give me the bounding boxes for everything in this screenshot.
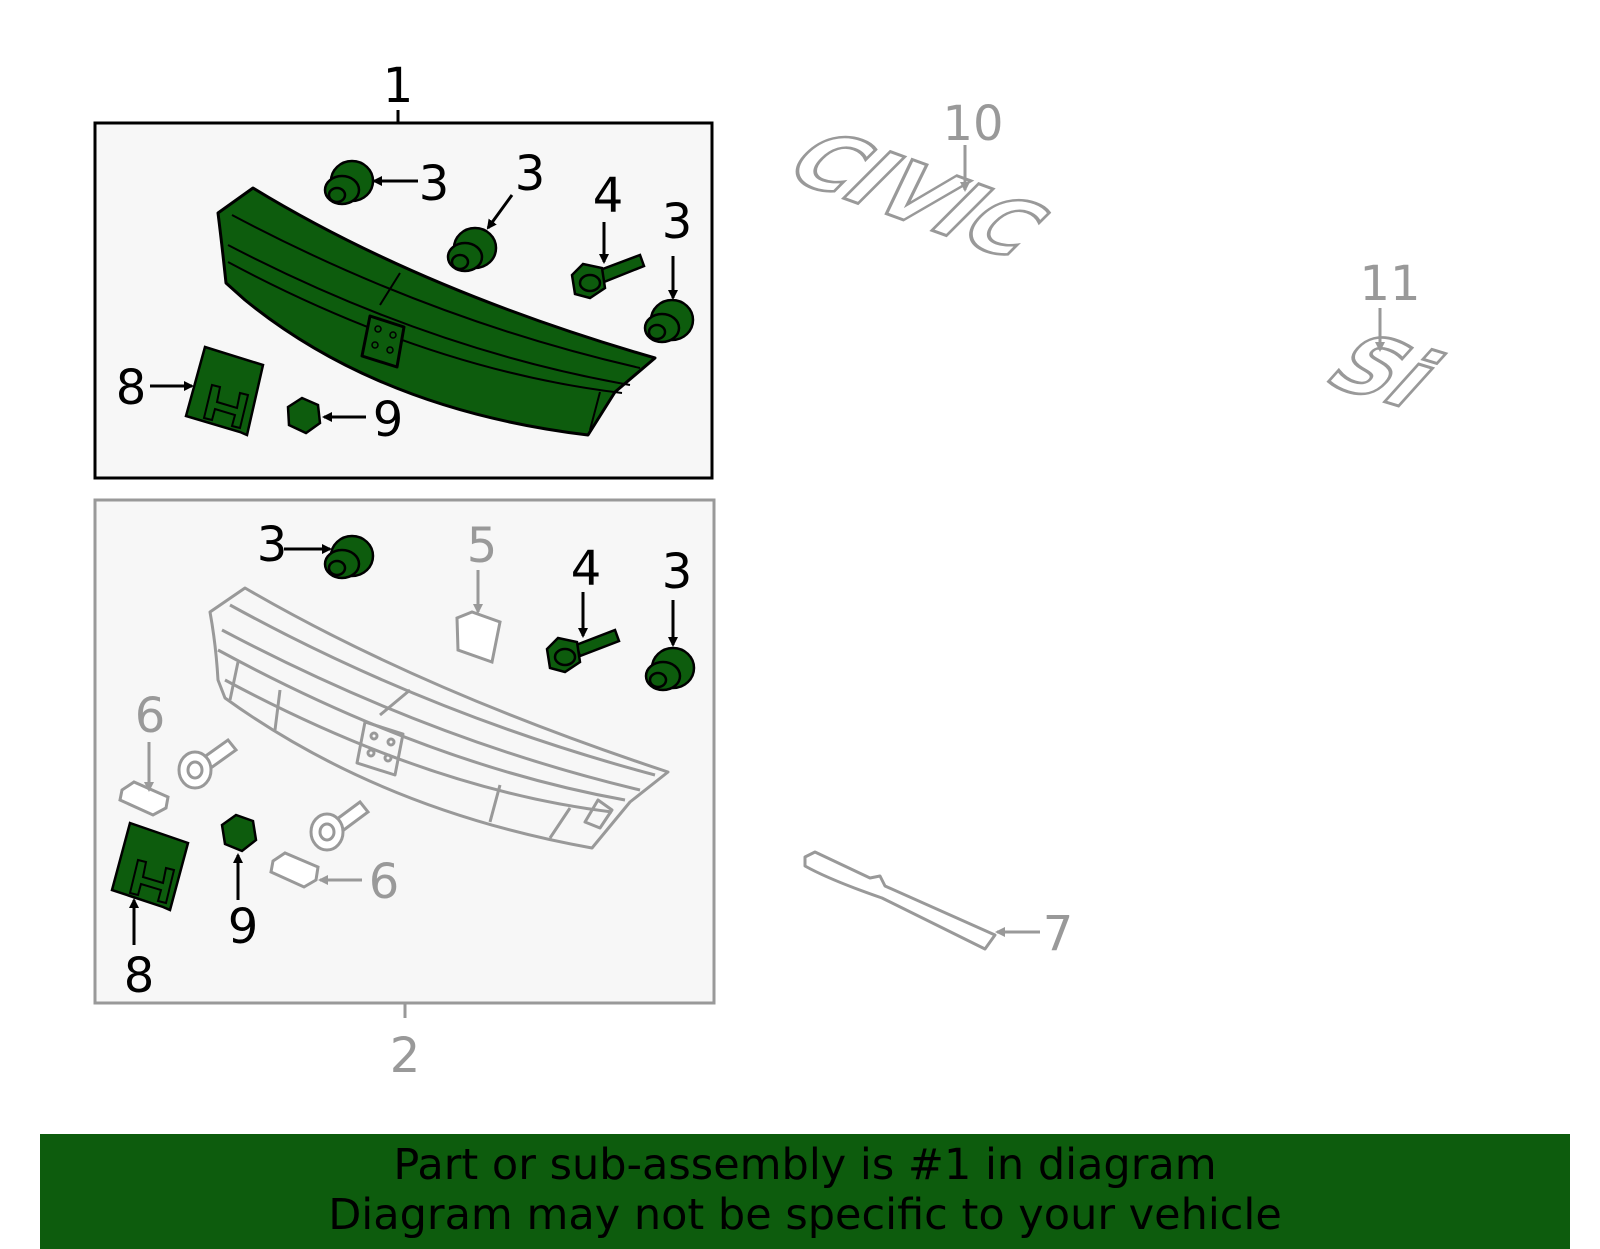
banner-line-2: Diagram may not be specific to your vehi…	[328, 1190, 1282, 1240]
si-emblem-lettering: Si	[1305, 318, 1463, 424]
grille-highlighted[interactable]	[216, 186, 657, 437]
callout-3-b: 3	[515, 146, 546, 202]
callout-4-b: 4	[571, 541, 602, 597]
clip-3-c[interactable]	[643, 298, 695, 344]
nut-9-b[interactable]	[220, 813, 258, 853]
spacer-6-b[interactable]	[269, 851, 320, 889]
emblem-8-a[interactable]	[184, 345, 265, 437]
emblem-8-b[interactable]	[110, 821, 190, 912]
bolt-4-b[interactable]	[545, 628, 621, 674]
banner-line-1: Part or sub-assembly is #1 in diagram	[393, 1140, 1217, 1190]
callout-3-a: 3	[419, 156, 450, 212]
callout-7: 7	[1043, 906, 1074, 962]
clip-3-b[interactable]	[446, 226, 498, 273]
callout-4-a: 4	[593, 168, 624, 224]
callout-11: 11	[1359, 256, 1420, 312]
callout-3-d: 3	[257, 517, 288, 573]
screw-left[interactable]	[177, 737, 239, 790]
callout-6-b: 6	[369, 854, 400, 910]
callout-6-a: 6	[135, 688, 166, 744]
callout-2: 2	[390, 1028, 421, 1084]
bracket-5[interactable]	[455, 610, 502, 664]
callout-1: 1	[383, 58, 414, 114]
leader-3-b	[486, 194, 514, 230]
si-emblem-11[interactable]: Si	[1304, 317, 1465, 426]
callout-9-a: 9	[373, 392, 404, 448]
callout-3-c: 3	[662, 194, 693, 250]
callout-8-b: 8	[124, 948, 155, 1004]
clip-3-a[interactable]	[323, 159, 375, 206]
callout-10: 10	[942, 96, 1003, 152]
clip-3-e[interactable]	[644, 646, 696, 692]
callout-5: 5	[467, 518, 498, 574]
molding-strip-7[interactable]	[803, 850, 997, 951]
clip-3-d[interactable]	[323, 534, 375, 580]
nut-9-a[interactable]	[286, 396, 322, 435]
spacer-6-a[interactable]	[118, 780, 170, 817]
bolt-4-a[interactable]	[570, 253, 646, 300]
callout-8-a: 8	[116, 360, 147, 416]
civic-emblem-10[interactable]: CIVIC	[763, 115, 1070, 276]
callout-9-b: 9	[228, 899, 259, 955]
civic-emblem-lettering: CIVIC	[764, 116, 1068, 274]
grille-outline[interactable]	[208, 586, 670, 850]
callout-3-e: 3	[662, 544, 693, 600]
info-banner: Part or sub-assembly is #1 in diagram Di…	[40, 1134, 1570, 1249]
screw-center[interactable]	[309, 799, 371, 852]
